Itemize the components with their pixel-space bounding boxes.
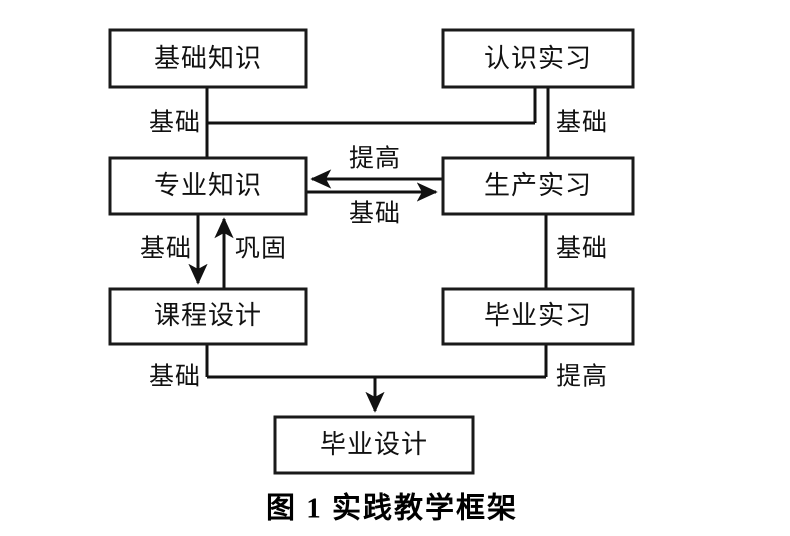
node-graduation-design-box: [273, 415, 475, 475]
figure-caption: 图 1 实践教学框架: [266, 491, 518, 525]
edge-label-professional-to-course-design: 基础: [140, 235, 192, 263]
edge-label-graduation-internship-to-design: 提高: [556, 363, 608, 391]
node-graduation-internship-label: 毕业实习: [484, 300, 592, 330]
node-basic-knowledge-box: [108, 28, 308, 89]
node-cognitive-internship-label: 认识实习: [484, 43, 592, 73]
node-cognitive-internship[interactable]: 认识实习: [441, 28, 635, 89]
node-production-internship-label: 生产实习: [484, 170, 592, 200]
node-professional-knowledge-label: 专业知识: [154, 170, 262, 200]
node-professional-knowledge-box: [108, 156, 308, 216]
edge-label-production-to-graduation-internship: 基础: [556, 235, 608, 263]
node-production-internship[interactable]: 生产实习: [441, 156, 635, 216]
node-course-design[interactable]: 课程设计: [108, 287, 308, 346]
edge-label-professional-to-production: 基础: [349, 200, 401, 228]
node-graduation-internship[interactable]: 毕业实习: [441, 287, 635, 346]
edge-label-course-design-to-professional: 巩固: [235, 235, 287, 263]
node-graduation-design-label: 毕业设计: [320, 429, 428, 459]
node-basic-knowledge[interactable]: 基础知识: [108, 28, 308, 89]
node-graduation-design[interactable]: 毕业设计: [273, 415, 475, 475]
edge-label-course-design-to-graduation-design: 基础: [149, 363, 201, 391]
node-professional-knowledge[interactable]: 专业知识: [108, 156, 308, 216]
node-basic-knowledge-label: 基础知识: [154, 43, 262, 73]
edge-label-basic-knowledge-to-production: 基础: [149, 109, 201, 137]
edge-label-cognitive-to-production: 基础: [556, 109, 608, 137]
node-course-design-box: [108, 287, 308, 346]
node-graduation-internship-box: [441, 287, 635, 346]
edge-label-production-to-professional: 提高: [349, 145, 401, 173]
node-cognitive-internship-box: [441, 28, 635, 89]
node-course-design-label: 课程设计: [154, 300, 262, 330]
node-production-internship-box: [441, 156, 635, 216]
